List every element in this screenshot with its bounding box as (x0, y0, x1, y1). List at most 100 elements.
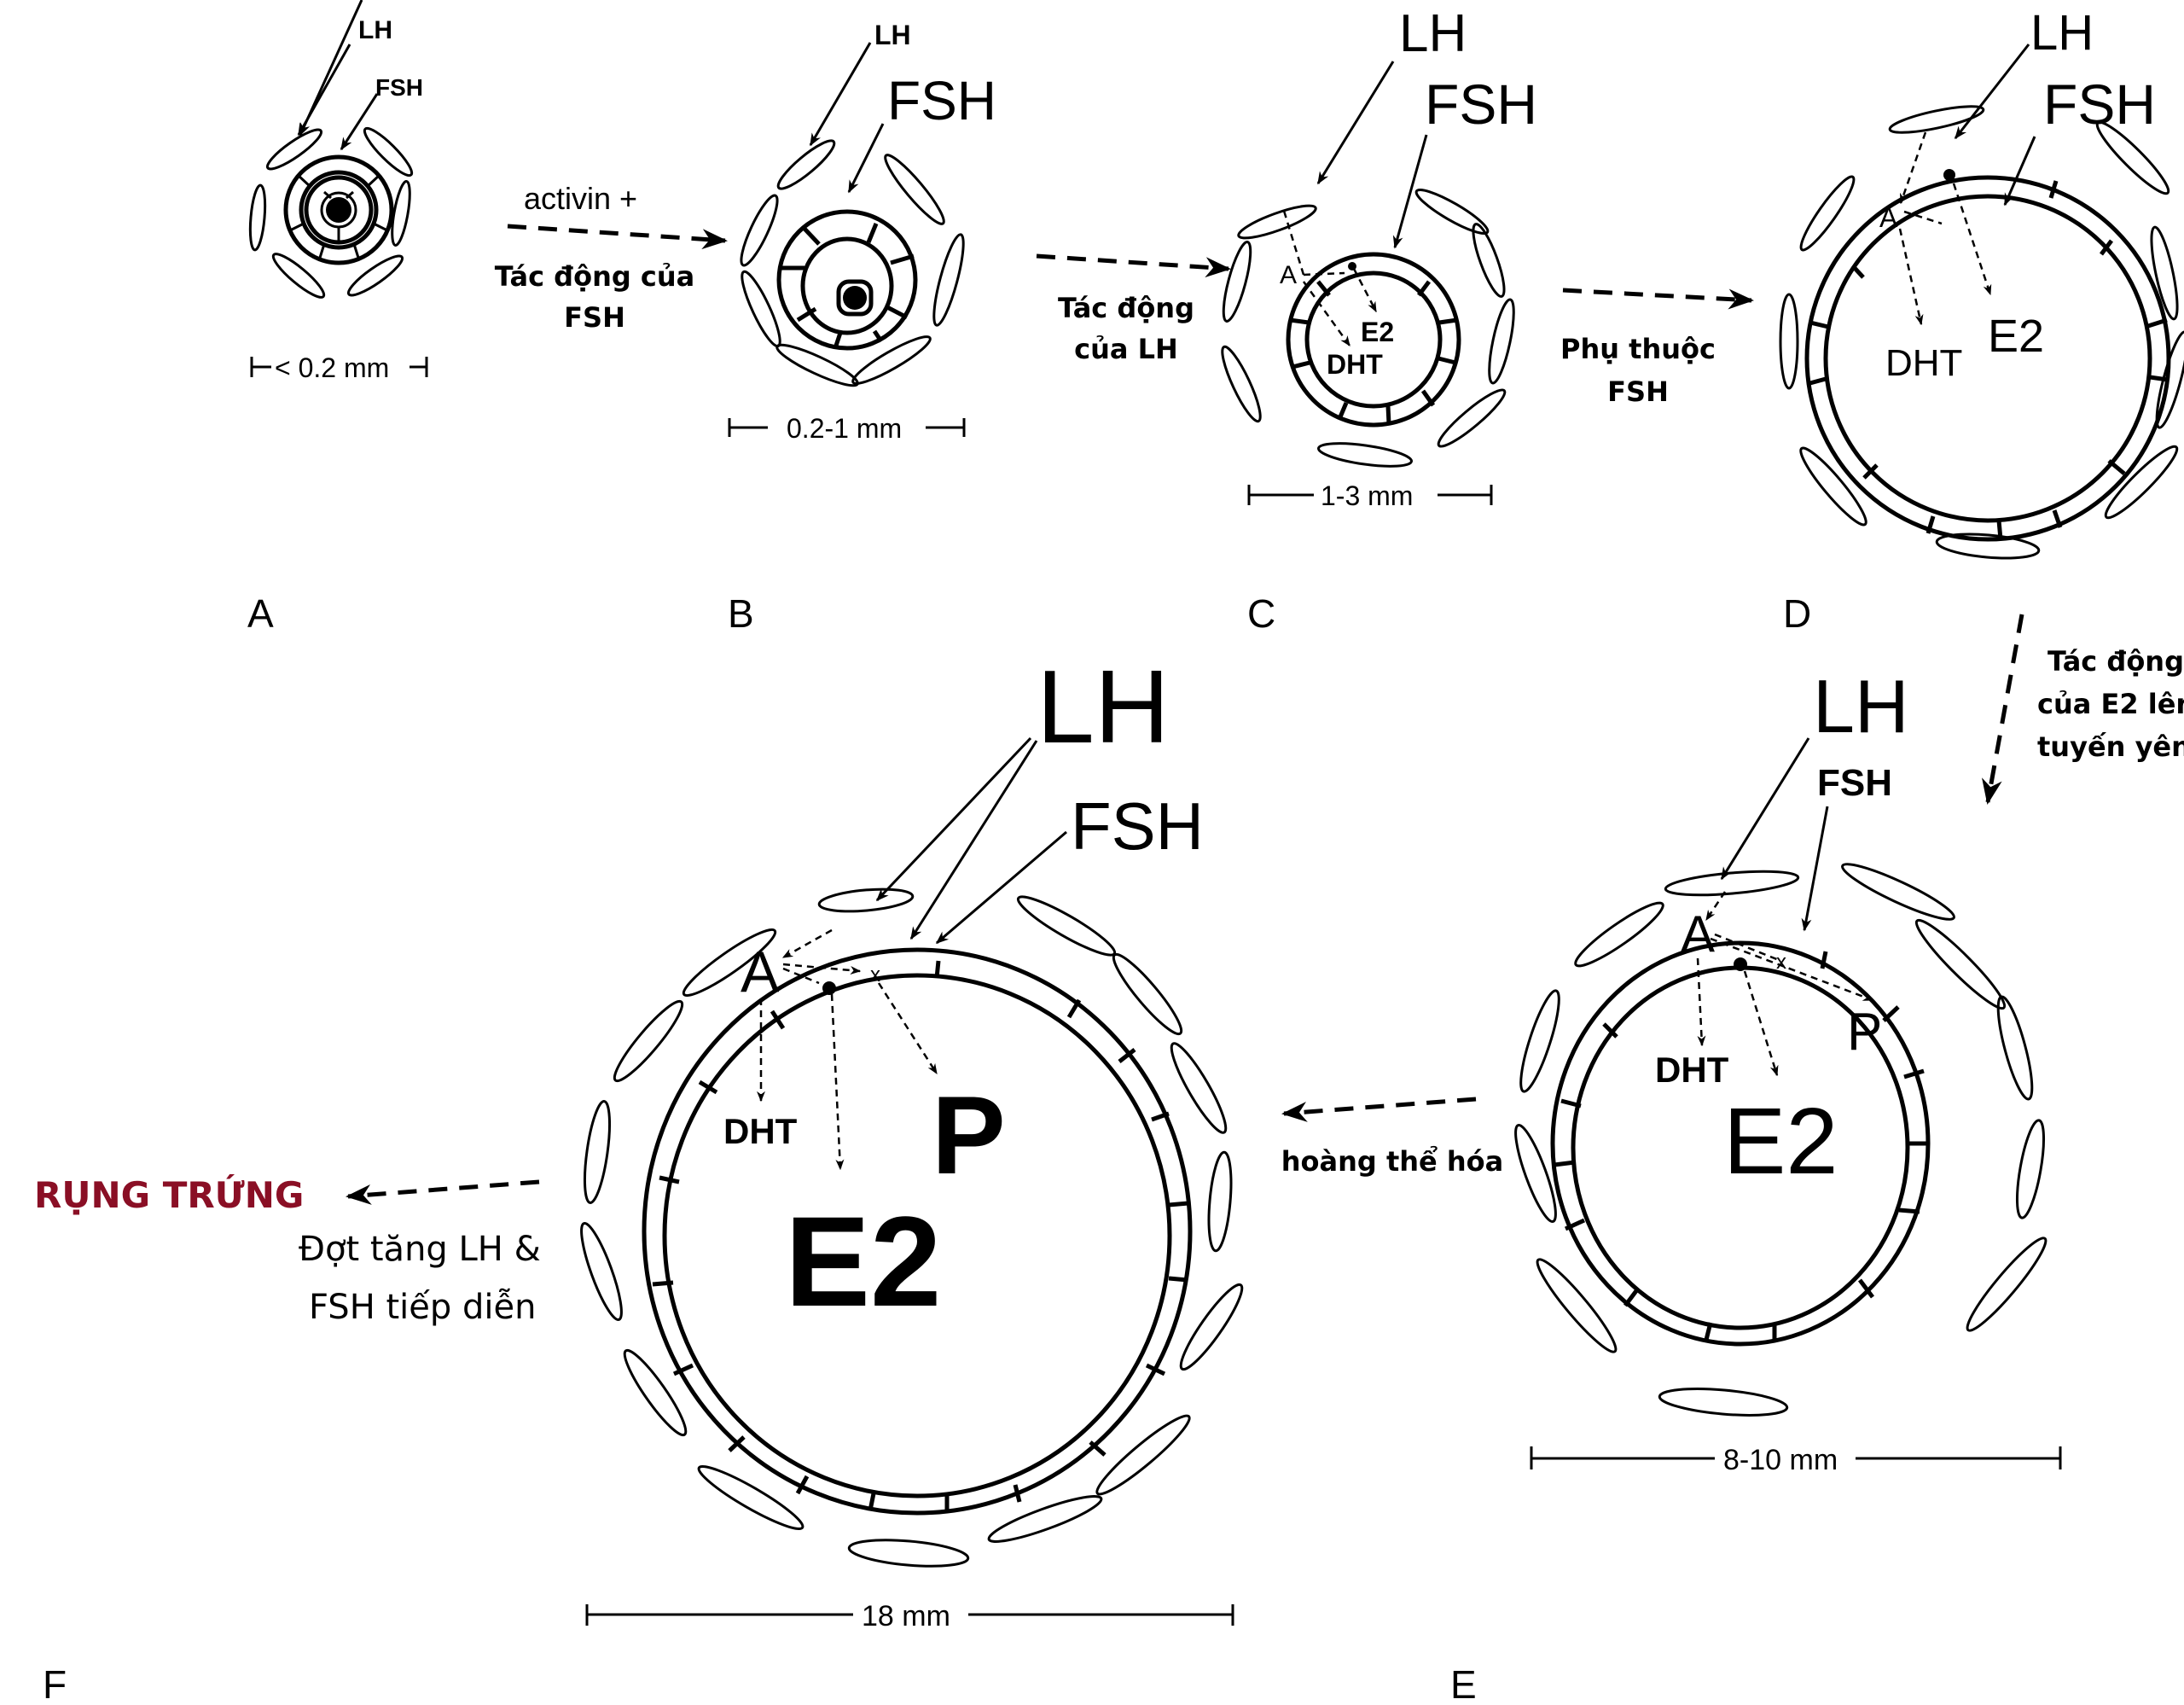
transition-text: Tác động (2048, 645, 2184, 678)
dashed-arrow (1982, 614, 2024, 805)
transition-text: hoàng thể hóa (1281, 1145, 1503, 1178)
dht-label: DHT (1327, 349, 1383, 380)
size-label: < 0.2 mm (275, 352, 389, 383)
size-label: 18 mm (862, 1600, 950, 1632)
e2-label: E2 (1361, 317, 1394, 347)
lh-label: LH (1037, 649, 1170, 765)
dht-label: DHT (1885, 342, 1962, 384)
transition-text: FSH tiếp diễn (309, 1288, 536, 1327)
lh-arrow (1316, 61, 1395, 185)
granulosa-ring (1286, 252, 1461, 428)
granulosa-ring (1804, 175, 2171, 542)
scale-bar: 18 mm (585, 1600, 1234, 1632)
androgen-label: A (1280, 261, 1297, 289)
fsh-arrow (340, 93, 379, 151)
theca-cells (740, 139, 965, 387)
stage-e: A DHT E2 P x LH FSH 8-10 mm (1514, 664, 2062, 1476)
e2-label: E2 (1988, 311, 2044, 362)
lh-label: LH (2030, 5, 2094, 61)
activin-label: activin + (524, 181, 637, 216)
panel-label-a: A (247, 591, 274, 636)
stage-d: A DHT E2 LH FSH (1779, 5, 2184, 560)
panel-label-e: E (1450, 1662, 1477, 1705)
transition-text: FSH (1607, 375, 1669, 408)
oocyte-zona (836, 279, 874, 317)
panel-label-c: C (1247, 591, 1275, 636)
theca-cells (248, 126, 414, 299)
fsh-label: FSH (375, 74, 423, 101)
scale-bar: 0.2-1 mm (728, 413, 966, 444)
androgen-label: A (741, 940, 780, 1004)
blocked-marker: x (870, 963, 880, 986)
e2-label: E2 (1723, 1089, 1838, 1194)
transition-text: Tác động (1058, 292, 1194, 324)
scale-bar: < 0.2 mm (250, 352, 428, 383)
fsh-arrow (1392, 134, 1428, 249)
transition-text: của E2 lên (2037, 688, 2184, 720)
size-label: 8-10 mm (1723, 1444, 1838, 1476)
panel-label-d: D (1783, 591, 1811, 636)
fsh-label: FSH (1817, 762, 1892, 804)
ovulation-output: RỤNG TRỨNG Đợt tăng LH & FSH tiếp diễn (34, 1173, 541, 1327)
theca-cells (1221, 188, 1515, 468)
stage-b: LH FSH 0.2-1 mm (728, 20, 996, 444)
fsh-label: FSH (2043, 73, 2156, 136)
lh-label: LH (1399, 4, 1467, 63)
transition-d-to-e: Tác động của E2 lên tuyến yên (1982, 614, 2184, 805)
fsh-arrow (1801, 806, 1829, 932)
dashed-arrow (1562, 288, 1754, 310)
stage-f: A DHT E2 P x LH FSH 18 mm (580, 649, 1244, 1632)
granulosa-ring (642, 947, 1193, 1516)
scale-bar: 8-10 mm (1530, 1444, 2062, 1476)
size-label: 1-3 mm (1321, 480, 1413, 511)
panel-label-f: F (43, 1662, 67, 1705)
dashed-arrow (346, 1179, 540, 1205)
transition-text: Tác động của (495, 260, 694, 293)
ovulation-title: RỤNG TRỨNG (34, 1173, 304, 1216)
transition-text: Phụ thuộc (1560, 333, 1716, 365)
transition-text: FSH (564, 301, 625, 334)
fsh-arrow (847, 123, 885, 194)
panel-label-b: B (728, 591, 754, 636)
lh-label: LH (1813, 664, 1909, 748)
dashed-arrow (1036, 253, 1231, 278)
progesterone-label: P (932, 1073, 1006, 1197)
oocyte (843, 286, 867, 310)
e2-label: E2 (785, 1190, 941, 1333)
fsh-label: FSH (1071, 788, 1204, 864)
theca-cells (1779, 105, 2184, 560)
fsh-arrow (2003, 136, 2036, 207)
theca-cells (580, 887, 1244, 1568)
blocked-marker: x (1776, 951, 1786, 974)
granulosa-ring (776, 209, 918, 351)
transition-text: tuyến yên (2037, 730, 2184, 763)
fsh-label: FSH (887, 70, 996, 131)
theca-cells (1514, 863, 2048, 1417)
lh-label: LH (874, 20, 911, 50)
dashed-arrow (1281, 1097, 1477, 1122)
outer-granulosa-ring (283, 154, 394, 265)
lh-arrow (1954, 44, 2030, 140)
size-label: 0.2-1 mm (787, 413, 902, 444)
dht-label: DHT (723, 1111, 798, 1151)
lh-arrow (875, 736, 1032, 902)
fsh-label: FSH (1425, 73, 1537, 136)
androgen-label: A (1879, 202, 1898, 233)
transition-c-to-d: Phụ thuộc FSH (1560, 288, 1754, 408)
scale-bar: 1-3 mm (1247, 480, 1493, 511)
stage-c: A E2 DHT LH FSH 1-3 mm (1221, 4, 1537, 511)
dht-label: DHT (1655, 1050, 1729, 1090)
lh-label: LH (358, 16, 392, 44)
progesterone-label: P (1847, 1003, 1882, 1062)
fsh-arrow (935, 830, 1067, 945)
transition-text: của LH (1074, 333, 1178, 365)
dashed-arrow (507, 224, 728, 250)
stage-a: LH FSH < 0.2 mm (248, 0, 428, 383)
transition-e-to-f: hoàng thể hóa (1281, 1097, 1503, 1178)
oocyte (326, 197, 351, 223)
transition-b-to-c: Tác động của LH (1036, 253, 1231, 365)
lh-arrow (809, 42, 872, 147)
transition-text: Đợt tăng LH & (299, 1230, 541, 1269)
lh-arrow (1720, 737, 1810, 881)
